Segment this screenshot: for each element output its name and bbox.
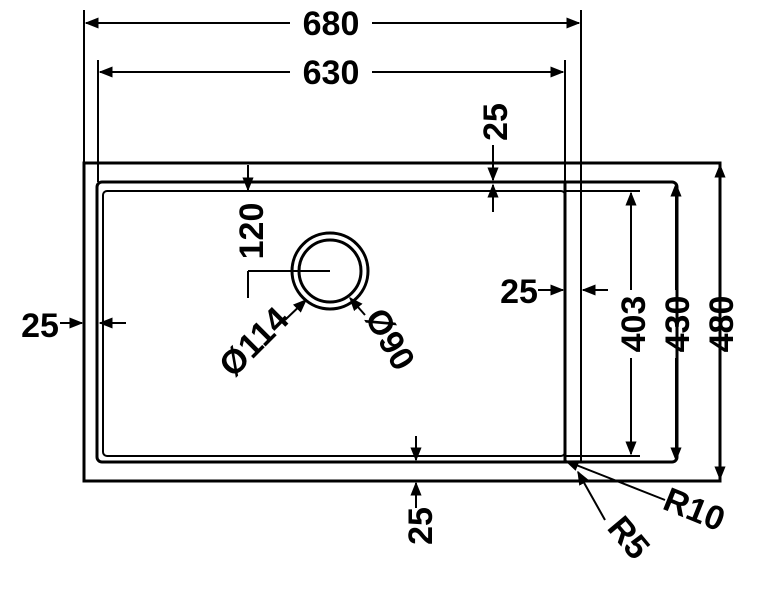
- label-right-rim: 25: [500, 273, 538, 311]
- drain: [247, 231, 370, 311]
- sink-outline: [82, 161, 722, 483]
- label-inner-width: 630: [303, 54, 360, 92]
- label-drain-offset: 120: [233, 203, 271, 260]
- label-bowl-depth: 430: [659, 296, 697, 353]
- label-left-rim: 25: [21, 307, 59, 345]
- dim-overall-width: 680: [83, 5, 582, 462]
- bowl-inner: [102, 190, 566, 457]
- label-bottom-rim: 25: [402, 507, 440, 545]
- dim-overall-depth: 480: [703, 163, 741, 481]
- dim-drain-outer-diameter: Ø114: [212, 299, 308, 384]
- dim-left-rim: 25: [21, 307, 126, 345]
- dim-inner-depth: 403: [565, 190, 653, 457]
- dim-drain-inner-diameter: Ø90: [349, 296, 422, 377]
- dim-top-rim: 25: [477, 103, 515, 212]
- dim-inner-width: 630: [97, 54, 566, 182]
- label-outer-radius: R10: [658, 481, 730, 540]
- label-drain-outer-diameter: Ø114: [212, 300, 296, 384]
- dim-right-rim: 25: [500, 273, 608, 311]
- label-inner-depth: 403: [615, 296, 653, 353]
- label-drain-inner-diameter: Ø90: [357, 302, 422, 377]
- label-overall-width: 680: [303, 5, 360, 43]
- bowl-outer: [95, 180, 679, 464]
- dim-outer-radius: R10: [564, 460, 730, 540]
- outer-flange: [82, 161, 722, 483]
- dim-bowl-depth: 430: [659, 182, 697, 462]
- dim-bottom-rim: 25: [402, 436, 440, 545]
- label-inner-radius: R5: [600, 509, 657, 567]
- label-overall-depth: 480: [703, 296, 741, 353]
- dim-drain-offset: 120: [233, 165, 271, 259]
- dim-inner-radius: R5: [577, 470, 657, 567]
- label-top-rim: 25: [477, 103, 515, 141]
